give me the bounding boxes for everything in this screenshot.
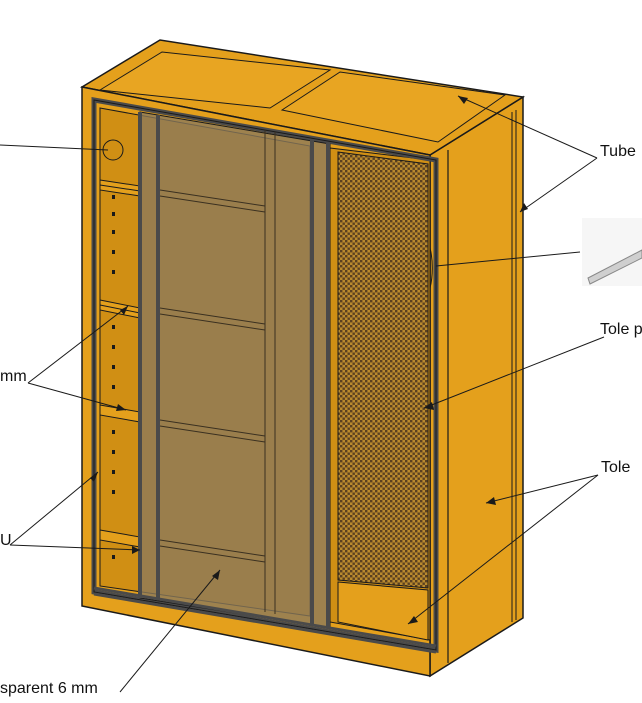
shelf-upright	[112, 195, 115, 559]
mesh-panel	[337, 151, 429, 589]
label-transparent: sparent 6 mm	[0, 680, 98, 697]
bottom-rail	[93, 586, 437, 654]
label-tube: Tube	[600, 143, 636, 160]
glass-door-frame	[138, 112, 330, 628]
top-recess-right	[280, 71, 507, 143]
leader-lines	[0, 95, 605, 693]
tube-inset	[582, 218, 642, 286]
label-mm: mm	[0, 368, 27, 385]
top-recess-left	[98, 51, 332, 109]
front-frame	[91, 97, 439, 653]
glass-door	[139, 111, 331, 629]
label-tole-top: Tole p	[600, 321, 642, 338]
side-panel	[429, 95, 524, 678]
label-tole-side: Tole	[601, 459, 631, 476]
glass-shelves	[159, 130, 276, 614]
bottom-compartment	[337, 581, 429, 641]
label-u: U	[0, 532, 12, 549]
arrow-heads	[90, 96, 528, 624]
detail-arc	[429, 247, 433, 289]
